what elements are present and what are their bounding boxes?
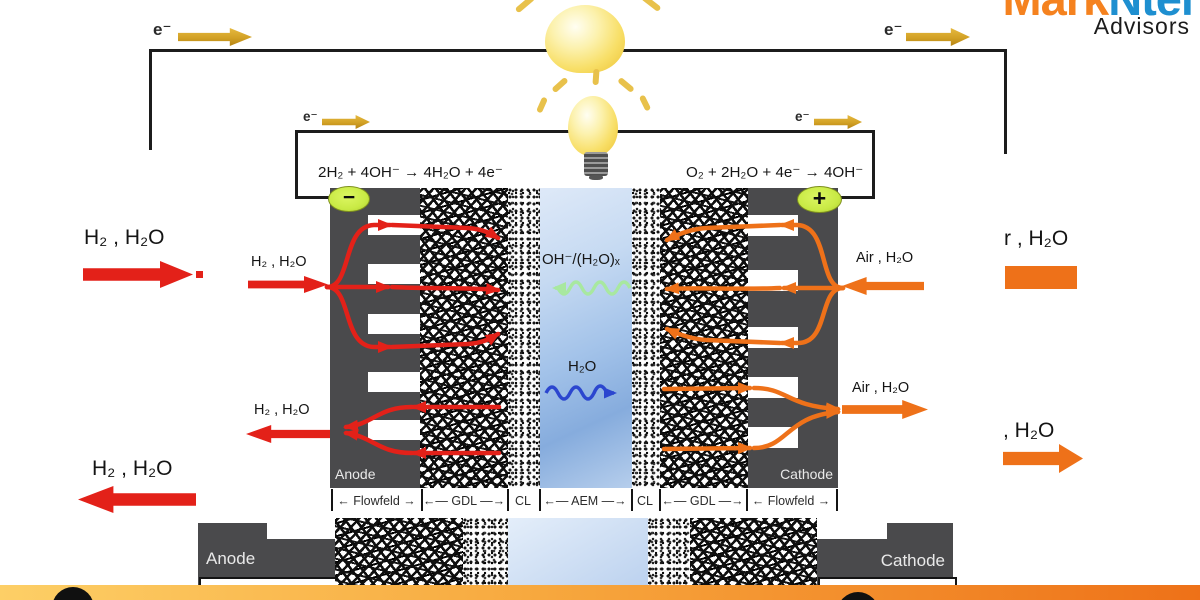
h2-outlet-outer-arrow: [78, 486, 196, 513]
scale-tick: [659, 489, 661, 511]
bottom-gdl-left: [335, 518, 463, 592]
bulb-base-tip: [589, 175, 603, 180]
logo-wordmark: MarkNtel: [1002, 0, 1194, 26]
bulb-ray: [536, 96, 548, 114]
negative-terminal-badge: −: [328, 186, 370, 212]
gas-diffusion-layer-left: [420, 188, 508, 488]
bullet-circle: [837, 592, 879, 600]
scale-tick: [539, 489, 541, 511]
h2-inlet-inner-arrow: [248, 276, 328, 293]
scale-tick: [331, 489, 333, 511]
electron-arrow: [178, 28, 252, 46]
cathode-flowfield: Cathode: [748, 188, 838, 488]
anode-terminal-connector: [295, 196, 331, 199]
outer-circuit-wire-right: [1004, 49, 1007, 154]
cathode-terminal-connector: [838, 196, 875, 199]
flow-channel-slot: [267, 523, 335, 539]
flow-channel-slot: [748, 377, 798, 398]
flow-channel-slot: [748, 270, 798, 291]
outer-circuit-wire-left: [149, 49, 152, 150]
positive-terminal-badge: +: [797, 185, 842, 213]
gas-diffusion-layer-right: [660, 188, 748, 488]
flow-channel-slot: [368, 264, 420, 284]
scale-tick: [746, 489, 748, 511]
arrow-fragment: [196, 271, 203, 278]
electron-label: e⁻: [795, 109, 810, 124]
logo-subtitle: Advisors: [1093, 13, 1190, 39]
logo-part-mark: Mark: [1002, 0, 1109, 25]
light-bulb-small: [568, 96, 618, 156]
scale-label-cl-right: CL: [637, 494, 653, 508]
scale-tick: [507, 489, 509, 511]
electron-label: e⁻: [884, 20, 903, 39]
bulb-screw-base: [584, 152, 608, 176]
scale-tick: [631, 489, 633, 511]
scale-label-flowfield-left: ← Flowfeld →: [337, 494, 416, 508]
air-outlet-outer-arrow: [1003, 444, 1083, 473]
flow-channel-slot: [748, 427, 798, 448]
scale-label-aem: ←— AEM —→: [543, 494, 627, 508]
bullet-circle: [52, 587, 94, 600]
bulb-ray: [617, 76, 635, 94]
h2-outlet-inner-arrow: [246, 425, 330, 443]
bottom-banner: [0, 585, 1200, 600]
flow-channel-slot: [748, 327, 798, 348]
flow-channel-slot: [368, 372, 420, 392]
anode-reaction-equation: 2H₂ + 4OH⁻ → 4H₂O + 4e⁻: [318, 164, 503, 181]
h2-inlet-outer-arrow: [83, 261, 193, 288]
light-bulb-large: [545, 5, 625, 73]
plus-sign: +: [812, 185, 827, 211]
air-inlet-inner-arrow: [842, 277, 924, 295]
air-outlet-outer-label: , H₂O: [1003, 419, 1055, 442]
marknteladvisors-logo: MarkNtel Advisors: [950, 0, 1195, 58]
flow-channel-slot: [748, 215, 798, 236]
bulb-ray: [592, 68, 600, 86]
scale-label-gdl-right: ←— GDL —→: [661, 494, 744, 508]
cathode-label: Cathode: [780, 466, 833, 482]
bulb-ray: [551, 76, 569, 94]
bottom-catalyst-layer-left: [463, 518, 508, 592]
air-outlet-inner-label: Air , H₂O: [852, 380, 910, 396]
catalyst-layer-right: [632, 188, 660, 488]
scale-label-cl-left: CL: [515, 494, 531, 508]
h2-inlet-outer-label: H₂ , H₂O: [84, 226, 165, 249]
flow-channel-slot: [368, 314, 420, 334]
electron-arrow: [322, 115, 370, 129]
cathode-reaction-equation: O₂ + 2H₂O + 4e⁻ → 4OH⁻: [686, 164, 864, 181]
catalyst-layer-left: [508, 188, 540, 488]
electron-label: e⁻: [303, 109, 318, 124]
scale-tick: [836, 489, 838, 511]
water-transport-label: H₂O: [568, 358, 597, 375]
bottom-anode-label: Anode: [206, 549, 256, 568]
scale-label-flowfield-right: ← Flowfeld →: [751, 494, 831, 508]
hydroxide-transport-label: OH⁻/(H₂O)ₓ: [542, 251, 620, 268]
scale-tick: [421, 489, 423, 511]
bottom-cathode-label: Cathode: [880, 551, 945, 570]
air-inlet-outer-label: r , H₂O: [1004, 227, 1069, 250]
aem-membrane: [540, 188, 632, 488]
bulb-ray: [514, 0, 536, 14]
electron-label: e⁻: [153, 20, 172, 39]
air-inlet-inner-label: Air , H₂O: [856, 250, 914, 266]
air-outlet-inner-arrow: [842, 400, 928, 419]
anode-flowfield: Anode: [330, 188, 420, 488]
scale-label-gdl-left: ←— GDL —→: [422, 494, 506, 508]
flow-channel-slot: [817, 523, 887, 539]
minus-sign: −: [342, 185, 356, 209]
bulb-ray: [640, 0, 662, 13]
bottom-catalyst-layer-right: [648, 518, 690, 592]
anode-label: Anode: [335, 466, 376, 482]
logo-part-ntel: Ntel: [1108, 0, 1194, 25]
electron-arrow: [814, 115, 862, 129]
h2-outlet-outer-label: H₂ , H₂O: [92, 457, 173, 480]
bottom-gdl-right: [690, 518, 817, 592]
h2-inlet-inner-label: H₂ , H₂O: [251, 254, 307, 270]
flow-channel-slot: [368, 420, 420, 440]
bulb-ray: [638, 94, 652, 112]
inner-circuit-wire-right: [872, 130, 875, 198]
flow-channel-slot: [368, 215, 420, 235]
inner-circuit-wire-left: [295, 130, 298, 198]
h2-outlet-inner-label: H₂ , H₂O: [254, 402, 310, 418]
air-inlet-outer-arrow: [1005, 266, 1077, 289]
